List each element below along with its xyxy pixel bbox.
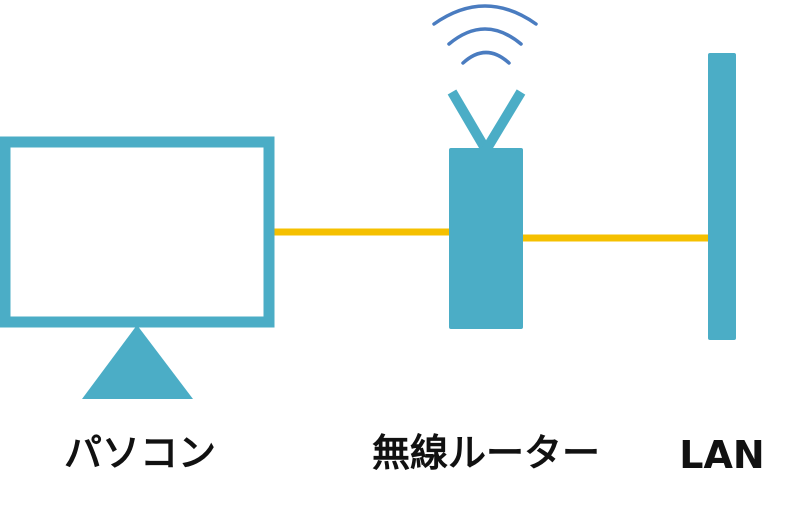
wifi-signal-icon <box>432 4 538 65</box>
wifi-arc-small <box>461 50 511 65</box>
lan-bar-icon <box>708 53 736 340</box>
wireless-router-icon <box>447 89 526 329</box>
monitor-stand <box>82 325 193 399</box>
wifi-arc-medium <box>447 27 523 46</box>
label-lan: LAN <box>679 433 764 477</box>
wifi-arc-large <box>432 4 538 26</box>
router-antenna-left <box>447 89 491 153</box>
monitor-icon <box>0 136 275 399</box>
monitor-frame <box>0 136 275 328</box>
label-pc: パソコン <box>64 431 216 475</box>
router-body <box>449 148 523 329</box>
router-antenna-right <box>481 89 526 153</box>
label-router: 無線ルーター <box>372 431 600 475</box>
